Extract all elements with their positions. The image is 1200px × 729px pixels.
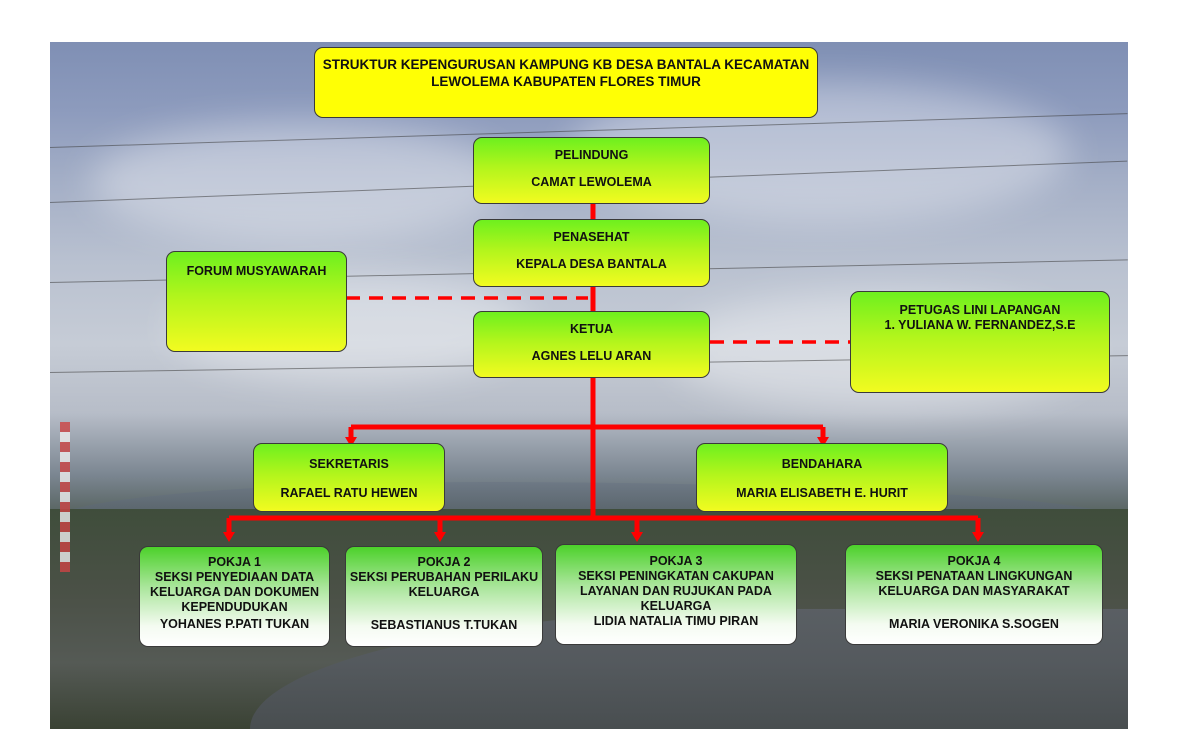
pelindung-role: PELINDUNG (554, 148, 629, 162)
petugas-name: 1. YULIANA W. FERNANDEZ,S.E (884, 318, 1076, 332)
forum-musyawarah-box: FORUM MUSYAWARAH (166, 251, 347, 352)
sekretaris-box: SEKRETARIS RAFAEL RATU HEWEN (253, 443, 445, 512)
pokja-3-desc-line: SEKSI PENINGKATAN CAKUPAN (578, 569, 774, 583)
sekretaris-role: SEKRETARIS (309, 457, 389, 471)
radio-tower (60, 422, 70, 572)
pokja-1-desc-line: SEKSI PENYEDIAAN DATA (154, 570, 315, 584)
pokja-3-name: LIDIA NATALIA TIMU PIRAN (593, 614, 759, 628)
pokja-4-desc-line: KELUARGA DAN MASYARAKAT (878, 584, 1070, 598)
petugas-role: PETUGAS LINI LAPANGAN (899, 303, 1061, 317)
pokja-2-name: SEBASTIANUS T.TUKAN (370, 618, 518, 632)
pokja-4-box: POKJA 4 SEKSI PENATAAN LINGKUNGAN KELUAR… (845, 544, 1103, 645)
pokja-2-desc-line: SEKSI PERUBAHAN PERILAKU (349, 570, 539, 584)
pokja-3-label: POKJA 3 (649, 554, 703, 568)
forum-role: FORUM MUSYAWARAH (186, 264, 327, 278)
chart-title: STRUKTUR KEPENGURUSAN KAMPUNG KB DESA BA… (314, 47, 818, 118)
bendahara-box: BENDAHARA MARIA ELISABETH E. HURIT (696, 443, 948, 512)
pokja-1-name: YOHANES P.PATI TUKAN (159, 617, 310, 631)
title-line-1: STRUKTUR KEPENGURUSAN KAMPUNG KB DESA BA… (322, 57, 721, 72)
pokja1-arrowhead (223, 532, 235, 542)
pokja-4-desc-line: SEKSI PENATAAN LINGKUNGAN (875, 569, 1073, 583)
penasehat-box: PENASEHAT KEPALA DESA BANTALA (473, 219, 710, 287)
pokja-1-desc-line: KELUARGA DAN DOKUMEN (150, 585, 319, 599)
pokja3-arrowhead (631, 532, 643, 542)
pokja-2-label: POKJA 2 (417, 555, 471, 569)
pokja-1-desc-line: KEPENDUDUKAN (181, 600, 288, 614)
ketua-box: KETUA AGNES LELU ARAN (473, 311, 710, 378)
sekretaris-arrowhead (345, 437, 357, 447)
sekretaris-name: RAFAEL RATU HEWEN (280, 486, 418, 500)
ketua-name: AGNES LELU ARAN (531, 349, 652, 363)
pokja4-arrowhead (972, 532, 984, 542)
pokja-1-box: POKJA 1 SEKSI PENYEDIAAN DATA KELUARGA D… (139, 546, 330, 647)
ketua-role: KETUA (569, 322, 614, 336)
penasehat-role: PENASEHAT (553, 230, 630, 244)
title-line-3: KABUPATEN FLORES TIMUR (513, 74, 701, 89)
penasehat-name: KEPALA DESA BANTALA (516, 257, 667, 271)
bendahara-name: MARIA ELISABETH E. HURIT (736, 486, 908, 500)
pokja-4-name: MARIA VERONIKA S.SOGEN (889, 617, 1059, 631)
bendahara-arrowhead (817, 437, 829, 447)
pokja2-arrowhead (434, 532, 446, 542)
pokja-4-label: POKJA 4 (947, 554, 1001, 568)
bendahara-role: BENDAHARA (781, 457, 863, 471)
pelindung-name: CAMAT LEWOLEMA (531, 175, 652, 189)
pokja-1-label: POKJA 1 (207, 555, 262, 569)
pokja-3-desc-line: LAYANAN DAN RUJUKAN PADA (580, 584, 772, 598)
petugas-lini-lapangan-box: PETUGAS LINI LAPANGAN 1. YULIANA W. FERN… (850, 291, 1110, 393)
pokja-2-box: POKJA 2 SEKSI PERUBAHAN PERILAKU KELUARG… (345, 546, 543, 647)
title-line-2: KECAMATAN LEWOLEMA (431, 57, 810, 89)
pokja-3-desc-line: KELUARGA (640, 599, 712, 613)
pokja-2-desc-line: KELUARGA (408, 585, 480, 599)
pelindung-box: PELINDUNG CAMAT LEWOLEMA (473, 137, 710, 204)
pokja-3-box: POKJA 3 SEKSI PENINGKATAN CAKUPAN LAYANA… (555, 544, 797, 645)
